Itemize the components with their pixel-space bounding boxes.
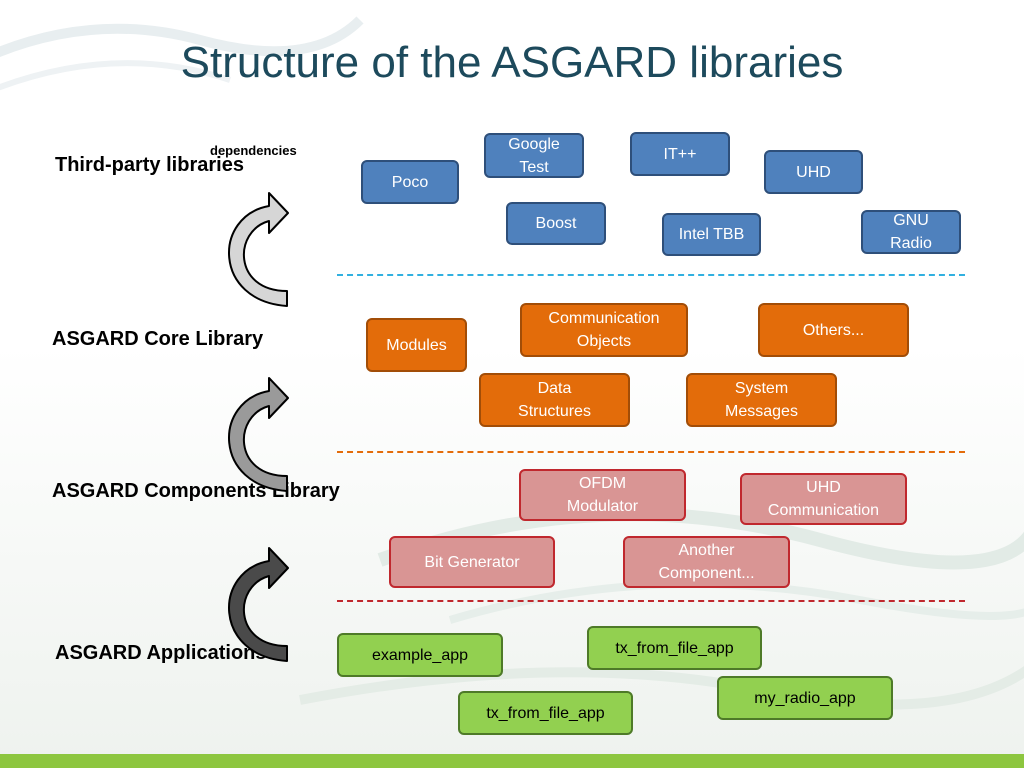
core-box-data-structures: Data Structures — [479, 373, 630, 427]
core-box-system-messages: System Messages — [686, 373, 837, 427]
core-box-communication-objects: Communication Objects — [520, 303, 688, 357]
layer-label-third-party: Third-party libraries — [55, 154, 244, 176]
layer-label-applications: ASGARD Applications — [55, 642, 267, 664]
app-box-example-app: example_app — [337, 633, 503, 677]
component-box-another-component: Another Component... — [623, 536, 790, 588]
library-box-uhd: UHD — [764, 150, 863, 194]
library-box-gnu-radio: GNU Radio — [861, 210, 961, 254]
library-box-google-test: Google Test — [484, 133, 584, 178]
layer-separator — [337, 451, 965, 453]
layer-label-core: ASGARD Core Library — [52, 328, 264, 350]
library-box-intel-tbb: Intel TBB — [662, 213, 761, 256]
component-box-uhd-communication: UHD Communication — [740, 473, 907, 525]
slide-title: Structure of the ASGARD libraries — [180, 38, 844, 87]
app-box-tx-from-file-app: tx_from_file_app — [458, 691, 633, 735]
dependency-arrow-icon — [228, 377, 289, 492]
component-box-bit-generator: Bit Generator — [389, 536, 555, 588]
app-box-my-radio-app: my_radio_app — [717, 676, 893, 720]
footer-bar — [0, 754, 1024, 768]
library-box-boost: Boost — [506, 202, 606, 245]
dependency-arrow-icon — [228, 192, 289, 307]
library-box-poco: Poco — [361, 160, 459, 204]
layer-separator — [337, 274, 965, 276]
component-box-ofdm-modulator: OFDM Modulator — [519, 469, 686, 521]
library-box-itpp: IT++ — [630, 132, 730, 176]
dependency-arrow-icon — [228, 547, 289, 662]
app-box-tx-from-file-app: tx_from_file_app — [587, 626, 762, 670]
core-box-modules: Modules — [366, 318, 467, 372]
layer-label-components: ASGARD Components Library — [52, 480, 340, 502]
layer-separator — [337, 600, 965, 602]
core-box-others: Others... — [758, 303, 909, 357]
dependencies-label: dependencies — [210, 143, 297, 158]
